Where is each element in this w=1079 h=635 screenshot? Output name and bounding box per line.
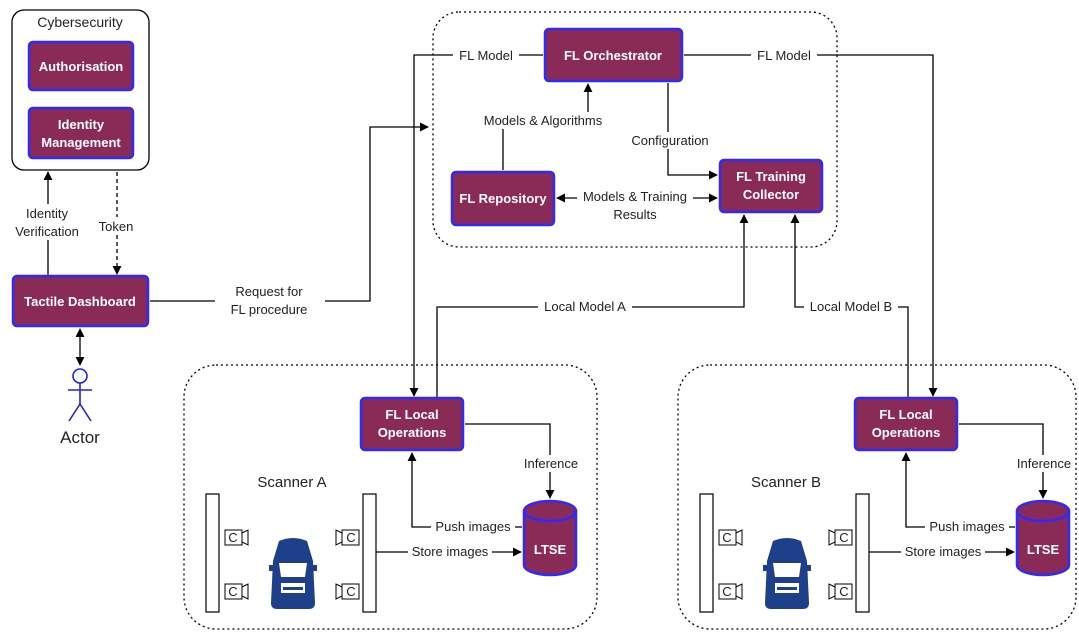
scanner-b-camera-icon-br: C <box>828 583 853 600</box>
scanner-b-local-ops-box[interactable] <box>853 396 959 452</box>
identity-verification-label-1: Identity <box>26 206 68 221</box>
identity-management-label-1: Identity <box>58 117 105 132</box>
fl-orchestrator-box[interactable] <box>543 27 684 83</box>
scanner-b-gate-right <box>855 493 870 613</box>
svg-text:C: C <box>722 530 731 545</box>
scanner-b-store-label: Store images <box>905 544 982 559</box>
authorisation-label: Authorisation <box>39 59 124 74</box>
fl-model-right-label: FL Model <box>757 48 811 63</box>
scanner-b-car-icon <box>763 538 811 609</box>
svg-text:C: C <box>839 584 848 599</box>
scanner-b-ltse-label: LTSE <box>1027 542 1060 557</box>
scanner-b-ltse-database[interactable] <box>1015 499 1071 577</box>
scanner-b-local-ops-label-2: Operations <box>872 425 941 440</box>
scanner-a-ltse-database[interactable] <box>522 499 578 577</box>
scanner-a-inference-label: Inference <box>524 456 578 471</box>
scanner-b-inference-label: Inference <box>1017 456 1071 471</box>
request-label-1: Request for <box>235 284 303 299</box>
scanner-b-local-ops-label-1: FL Local <box>879 407 932 422</box>
scanner-a-ltse-label: LTSE <box>534 542 567 557</box>
scanner-a-store-label: Store images <box>412 544 489 559</box>
svg-text:C: C <box>722 584 731 599</box>
local-model-a-label: Local Model A <box>544 299 626 314</box>
fl-server-container <box>432 11 838 248</box>
fl-orchestrator-label: FL Orchestrator <box>564 48 662 63</box>
scanner-a-edge-inference <box>465 423 555 499</box>
scanner-a-local-ops-label-2: Operations <box>378 425 447 440</box>
scanner-a-local-ops-label-1: FL Local <box>385 407 438 422</box>
scanner-a-camera-icon-bl: C <box>224 583 249 600</box>
svg-text:C: C <box>228 530 237 545</box>
scanner-b-camera-icon-tr: C <box>828 529 853 546</box>
request-label-2: FL procedure <box>231 302 308 317</box>
scanner-b-gate-left <box>699 493 714 613</box>
scanner-b-title: Scanner B <box>751 474 821 491</box>
svg-text:C: C <box>346 584 355 599</box>
scanner-b-container <box>677 364 1077 630</box>
scanner-b-camera-icon-bl: C <box>718 583 743 600</box>
configuration-label: Configuration <box>631 133 708 148</box>
fl-repository-label: FL Repository <box>459 191 547 206</box>
scanner-a-edge-push <box>407 452 522 528</box>
identity-management-label-2: Management <box>41 135 121 150</box>
scanner-b-edge-inference <box>959 423 1048 499</box>
fl-training-collector-label-1: FL Training <box>736 169 806 184</box>
edge-configuration <box>667 83 718 180</box>
authorisation-box[interactable] <box>27 40 135 92</box>
local-model-b-label: Local Model B <box>810 299 892 314</box>
fl-model-left-label: FL Model <box>459 48 513 63</box>
scanner-a-camera-icon-br: C <box>335 583 360 600</box>
scanner-b-camera-icon-tl: C <box>718 529 743 546</box>
fl-training-collector-label-2: Collector <box>743 187 799 202</box>
scanner-a-push-label: Push images <box>435 519 511 534</box>
cybersecurity-title: Cybersecurity <box>37 14 123 30</box>
svg-text:C: C <box>839 530 848 545</box>
tactile-dashboard-label: Tactile Dashboard <box>24 294 136 309</box>
models-training-label-1: Models & Training <box>583 189 687 204</box>
tactile-dashboard-box[interactable] <box>11 274 150 328</box>
scanner-a-camera-icon-tl: C <box>224 529 249 546</box>
models-algorithms-label: Models & Algorithms <box>484 113 603 128</box>
edge-request-fl-procedure <box>150 122 429 302</box>
identity-verification-label-2: Verification <box>15 224 79 239</box>
token-label: Token <box>99 219 134 234</box>
actor-label: Actor <box>60 428 100 447</box>
fl-repository-box[interactable] <box>450 170 556 227</box>
scanner-a-local-ops-box[interactable] <box>359 396 465 452</box>
scanner-b-edge-push <box>901 452 1015 528</box>
fl-training-collector-box[interactable] <box>718 158 824 214</box>
scanner-a-car-icon <box>269 538 317 609</box>
scanner-a-camera-icon-tr: C <box>335 529 360 546</box>
identity-management-box[interactable] <box>27 106 135 160</box>
scanner-a-gate-left <box>205 493 220 613</box>
edge-fl-model-right <box>684 54 938 397</box>
svg-text:C: C <box>228 584 237 599</box>
svg-text:C: C <box>346 530 355 545</box>
scanner-a-gate-right <box>362 493 377 613</box>
scanner-b-push-label: Push images <box>929 519 1005 534</box>
actor-icon <box>68 368 92 422</box>
scanner-a-title: Scanner A <box>257 474 326 491</box>
models-training-label-2: Results <box>613 207 657 222</box>
